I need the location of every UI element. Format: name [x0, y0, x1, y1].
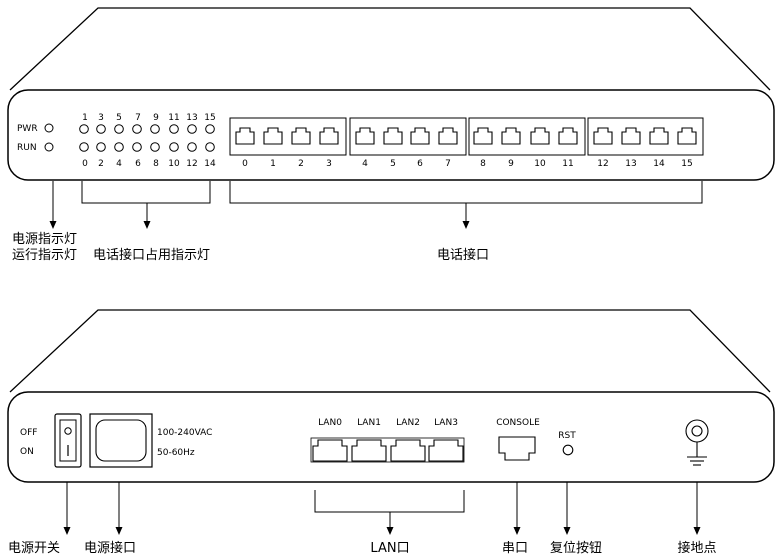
led-top-number: 11 — [168, 113, 179, 123]
led-grid — [79, 124, 215, 152]
port-number: 0 — [242, 159, 248, 169]
led-bottom-number: 10 — [168, 159, 180, 169]
lan-port-label: LAN3 — [434, 418, 458, 428]
rst-label: RST — [558, 431, 576, 441]
phone-port — [621, 127, 641, 145]
port-number: 12 — [597, 159, 608, 169]
phone-port — [649, 127, 669, 145]
front-chassis-top — [9, 7, 771, 91]
phone-port — [263, 127, 283, 145]
front-panel: PWR RUN 1 3 5 7 9 11 13 15 0 2 4 6 8 10 … — [7, 7, 775, 263]
phone-port — [291, 127, 311, 145]
port-number: 15 — [681, 159, 692, 169]
back-callout-arrows — [63, 527, 701, 535]
switch-off-label: OFF — [20, 428, 37, 438]
console-label: CONSOLE — [496, 418, 540, 428]
lan-port-label: LAN2 — [396, 418, 420, 428]
led-top-number: 1 — [82, 113, 88, 123]
lan-port-label: LAN1 — [357, 418, 381, 428]
back-callout-lines — [66, 482, 698, 528]
phone-port — [355, 127, 375, 145]
phone-port — [319, 127, 339, 145]
port-number: 6 — [417, 159, 423, 169]
ground-terminal-icon — [685, 419, 709, 466]
switch-on-label: ON — [20, 447, 34, 457]
led-top-number: 3 — [98, 113, 104, 123]
port-number: 9 — [508, 159, 514, 169]
lan-callout: LAN口 — [370, 541, 409, 556]
front-callout-lines — [52, 181, 703, 222]
port-number: 2 — [298, 159, 304, 169]
run-led — [44, 142, 54, 152]
led-top-number: 15 — [204, 113, 215, 123]
led-top-number: 5 — [116, 113, 122, 123]
lan-port-label: LAN0 — [318, 418, 342, 428]
run-indicator-callout: 运行指示灯 — [12, 248, 77, 263]
lan-port-group — [310, 437, 465, 463]
power-indicator-callout: 电源指示灯 — [12, 232, 77, 247]
led-bottom-number: 0 — [82, 159, 88, 169]
back-panel: OFF ON 100-240VAC 50-60Hz LAN0 LAN1 LAN2… — [7, 309, 775, 556]
led-bottom-number: 14 — [204, 159, 216, 169]
port-number: 4 — [362, 159, 368, 169]
pwr-led — [44, 123, 54, 133]
lan-port — [312, 439, 348, 462]
console-port — [498, 436, 536, 461]
power-socket — [89, 413, 153, 468]
port-number: 3 — [326, 159, 332, 169]
port-number: 13 — [625, 159, 636, 169]
reset-button[interactable] — [562, 444, 574, 456]
port-number: 11 — [562, 159, 573, 169]
lan-port — [390, 439, 426, 462]
phone-port — [438, 127, 458, 145]
port-number: 1 — [270, 159, 276, 169]
lan-ports — [312, 439, 464, 462]
back-chassis-top — [9, 309, 771, 393]
phone-port — [593, 127, 613, 145]
phone-port — [677, 127, 697, 145]
back-faceplate — [7, 391, 775, 483]
led-bottom-number: 12 — [186, 159, 197, 169]
reset-button-callout: 复位按钮 — [550, 541, 602, 556]
phone-port — [473, 127, 493, 145]
switch-off-mark-icon — [64, 427, 72, 435]
serial-callout: 串口 — [502, 541, 528, 556]
power-switch-callout: 电源开关 — [8, 541, 60, 556]
port-number: 5 — [390, 159, 396, 169]
led-top-number: 9 — [153, 113, 159, 123]
led-bottom-number: 4 — [116, 159, 122, 169]
front-callout-arrows — [49, 221, 470, 229]
phone-port — [410, 127, 430, 145]
phone-port-groups — [229, 117, 704, 156]
phone-port — [501, 127, 521, 145]
phone-port — [235, 127, 255, 145]
ground-callout: 接地点 — [677, 540, 716, 556]
port-number: 8 — [480, 159, 486, 169]
led-bottom-number: 8 — [153, 159, 159, 169]
port-number: 10 — [534, 159, 546, 169]
pwr-label: PWR — [17, 124, 38, 134]
led-bottom-number: 6 — [135, 159, 141, 169]
power-switch[interactable] — [54, 413, 82, 468]
port-number: 7 — [445, 159, 451, 169]
port-number: 14 — [653, 159, 665, 169]
lan-port — [351, 439, 387, 462]
voltage-label: 100-240VAC — [157, 428, 212, 438]
phone-ports-callout: 电话接口 — [437, 247, 489, 263]
lan-port — [428, 439, 464, 462]
front-faceplate — [7, 89, 775, 181]
led-bottom-number: 2 — [98, 159, 104, 169]
phone-port — [383, 127, 403, 145]
phone-port — [558, 127, 578, 145]
frequency-label: 50-60Hz — [157, 448, 195, 458]
led-top-number: 13 — [186, 113, 197, 123]
run-label: RUN — [17, 143, 37, 153]
led-top-number: 7 — [135, 113, 141, 123]
phone-busy-indicator-callout: 电话接口占用指示灯 — [93, 247, 210, 263]
phone-port — [530, 127, 550, 145]
power-socket-callout: 电源接口 — [84, 540, 136, 556]
